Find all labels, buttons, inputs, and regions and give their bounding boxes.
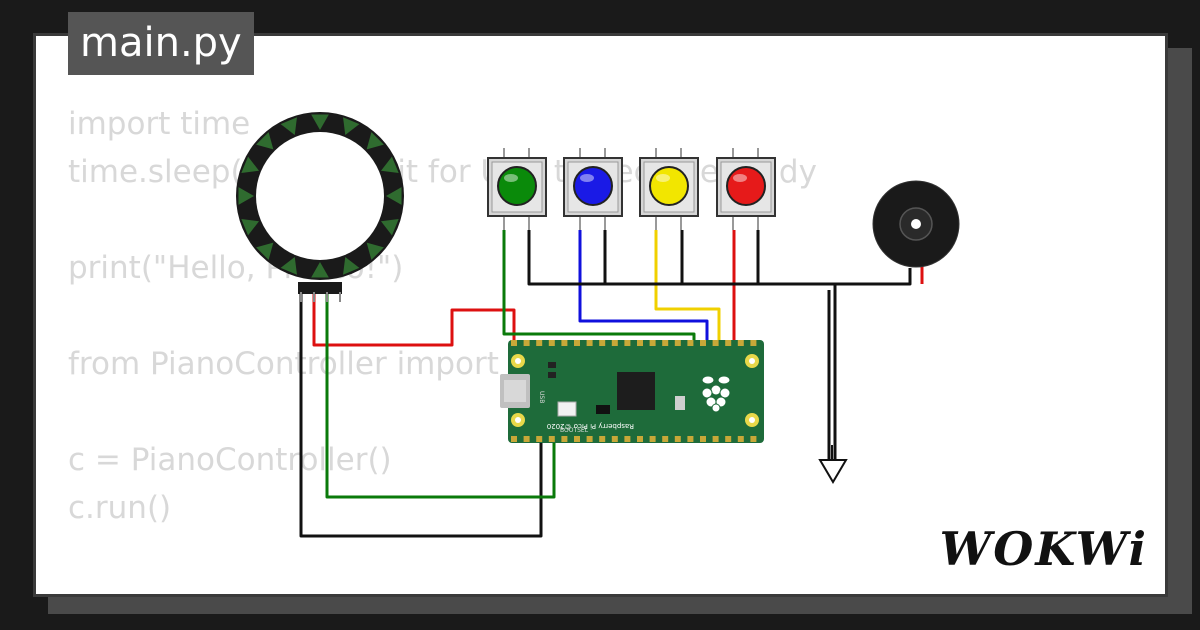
pico-pin[interactable]	[737, 436, 744, 442]
raspberry-logo-icon	[701, 375, 731, 413]
pico-pin[interactable]	[637, 436, 643, 442]
code-line: import time	[68, 106, 251, 142]
pico-pin[interactable]	[700, 340, 706, 346]
pico-pin[interactable]	[511, 436, 517, 442]
ground-symbol[interactable]	[818, 445, 848, 484]
pico-pin[interactable]	[523, 340, 530, 346]
wire-ring-din[interactable]	[325, 292, 556, 499]
pico-pin[interactable]	[750, 436, 757, 442]
ring-led	[380, 156, 399, 173]
wokwi-logo: WOKWi	[939, 522, 1148, 576]
pico-pin[interactable]	[561, 340, 568, 346]
ring-led-group	[238, 114, 402, 278]
ring-led	[343, 117, 360, 136]
pico-pin[interactable]	[624, 340, 631, 346]
piezo-buzzer[interactable]	[872, 180, 960, 268]
pico-pin[interactable]	[712, 436, 719, 442]
red-button-cap[interactable]	[726, 166, 766, 206]
pico-pin[interactable]	[611, 340, 618, 346]
ring-led	[256, 242, 274, 260]
pico-pin[interactable]	[687, 340, 694, 346]
wire-ring-gnd[interactable]	[299, 292, 543, 538]
green-pushbutton[interactable]	[487, 148, 547, 230]
pico-pin[interactable]	[599, 436, 606, 442]
ring-led	[343, 256, 360, 275]
code-line: c.run()	[68, 490, 172, 526]
ring-led	[311, 114, 329, 130]
pico-pin[interactable]	[737, 340, 744, 346]
pico-pin[interactable]	[574, 436, 580, 442]
pico-pin[interactable]	[649, 436, 656, 442]
pico-pin[interactable]	[750, 340, 757, 346]
pico-pin[interactable]	[548, 340, 555, 346]
pico-header-bottom	[511, 436, 757, 442]
wire-green-button[interactable]	[502, 230, 696, 348]
bootsel-button[interactable]	[557, 401, 577, 417]
pico-pin[interactable]	[700, 436, 706, 442]
pico-pin[interactable]	[624, 436, 631, 442]
wire-buzzer-gnd[interactable]	[833, 268, 912, 460]
ring-led	[280, 256, 297, 275]
neopixel-ring[interactable]	[236, 112, 404, 302]
ring-led	[238, 187, 254, 205]
pushbutton-group	[487, 148, 776, 230]
file-tab-main-py[interactable]: main.py	[68, 12, 254, 75]
pico-pin[interactable]	[586, 436, 593, 442]
ring-led	[280, 117, 297, 136]
pico-pin[interactable]	[574, 340, 580, 346]
yellow-button-cap[interactable]	[649, 166, 689, 206]
ring-led	[241, 156, 260, 173]
green-button-cap[interactable]	[497, 166, 537, 206]
pico-pin[interactable]	[712, 340, 719, 346]
pico-pin[interactable]	[662, 436, 669, 442]
red-pushbutton[interactable]	[716, 148, 776, 230]
wire-yellow-button[interactable]	[654, 230, 721, 348]
ring-led	[380, 219, 399, 236]
blue-button-cap[interactable]	[573, 166, 613, 206]
code-line: c = PianoController()	[68, 442, 392, 478]
ring-led	[366, 132, 384, 150]
pico-pin[interactable]	[536, 436, 543, 442]
pico-pin[interactable]	[674, 340, 681, 346]
wire-button-gnd-bus[interactable]	[527, 230, 835, 286]
pico-pin[interactable]	[611, 436, 618, 442]
ring-led	[386, 187, 402, 205]
rp2040-chip	[617, 372, 655, 410]
pico-pin[interactable]	[637, 340, 643, 346]
raspberry-pi-pico-board[interactable]: USB BOOTSEL Raspberry Pi Pico ©2020	[500, 340, 764, 443]
wire-blue-button[interactable]	[578, 230, 709, 348]
ring-led	[311, 262, 329, 278]
ring-led	[256, 132, 274, 150]
pico-pin[interactable]	[536, 340, 543, 346]
pico-header-top	[511, 340, 757, 346]
pico-pin[interactable]	[599, 340, 606, 346]
yellow-pushbutton[interactable]	[639, 148, 699, 230]
blue-pushbutton[interactable]	[563, 148, 623, 230]
pico-pin[interactable]	[548, 436, 555, 442]
wires	[299, 230, 924, 538]
usb-label: USB	[538, 391, 545, 403]
pico-pin[interactable]	[511, 340, 517, 346]
wire-ring-vcc[interactable]	[312, 292, 516, 348]
pico-pin[interactable]	[725, 436, 732, 442]
simulator-canvas[interactable]	[33, 33, 1168, 597]
pico-pin[interactable]	[523, 436, 530, 442]
bootsel-label: BOOTSEL	[560, 427, 589, 434]
pico-pin[interactable]	[674, 436, 681, 442]
ring-led	[366, 242, 384, 260]
pico-pin[interactable]	[561, 436, 568, 442]
ring-led	[241, 219, 260, 236]
code-line: from PianoController import *	[68, 346, 525, 382]
board-silkscreen: Raspberry Pi Pico ©2020	[547, 422, 634, 430]
pico-pin[interactable]	[649, 340, 656, 346]
pico-pin[interactable]	[687, 436, 694, 442]
pico-pin[interactable]	[586, 340, 593, 346]
pico-pin[interactable]	[725, 340, 732, 346]
pico-pin[interactable]	[662, 340, 669, 346]
